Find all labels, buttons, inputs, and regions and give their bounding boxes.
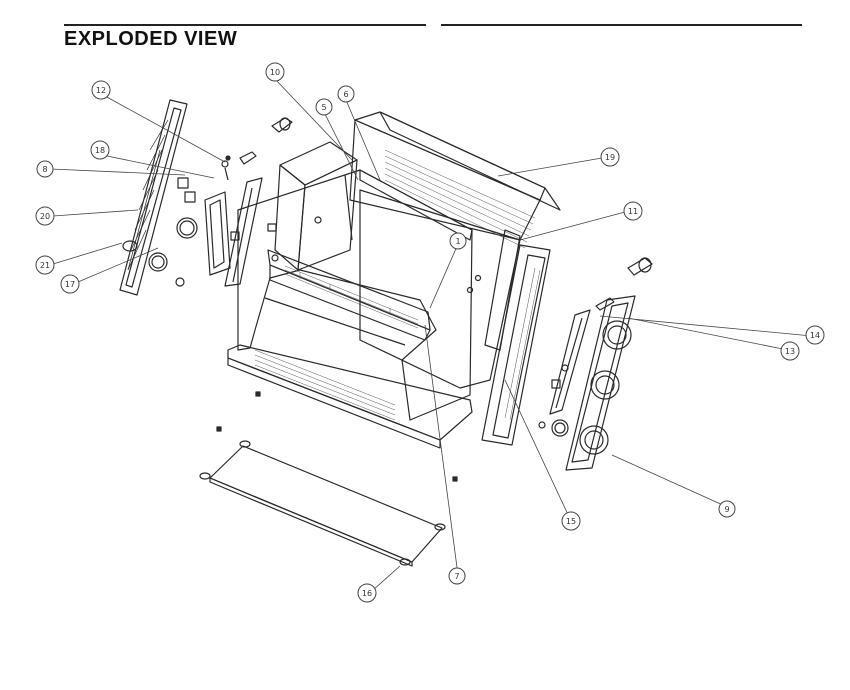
svg-text:20: 20	[40, 212, 50, 221]
callout-8: 8	[36, 160, 54, 178]
callout-6: 6	[337, 85, 355, 103]
callout-20: 20	[35, 206, 55, 226]
bottom-cover-plate	[199, 440, 446, 567]
callout-12: 12	[91, 80, 111, 100]
callout-11: 11	[623, 201, 643, 221]
callouts: 10 5 6 12 18 8 20 21 17 19 11 1 14 13 9 …	[35, 62, 825, 603]
right-fan-panel	[565, 295, 636, 471]
rear-box-housing	[274, 141, 358, 271]
callout-5: 5	[315, 98, 333, 116]
left-grille-panel	[119, 99, 188, 296]
callout-13: 13	[780, 341, 800, 361]
left-bracket	[224, 177, 263, 287]
svg-text:21: 21	[40, 261, 50, 270]
leader-lines	[50, 78, 813, 592]
svg-text:8: 8	[42, 165, 47, 174]
hardware-screws	[216, 155, 458, 482]
callout-15: 15	[561, 511, 581, 531]
left-fan-assembly	[122, 160, 231, 287]
svg-text:19: 19	[605, 153, 615, 162]
svg-text:14: 14	[810, 331, 820, 340]
svg-text:11: 11	[628, 207, 638, 216]
header-rule-right	[441, 24, 802, 26]
svg-text:15: 15	[566, 517, 576, 526]
svg-text:10: 10	[270, 68, 280, 77]
callout-1: 1	[449, 232, 467, 250]
callout-9: 9	[718, 500, 736, 518]
svg-text:18: 18	[95, 146, 105, 155]
page-title: EXPLODED VIEW	[64, 28, 238, 50]
callout-16: 16	[357, 583, 377, 603]
callout-17: 17	[60, 274, 80, 294]
callout-18: 18	[90, 140, 110, 160]
right-bracket	[538, 309, 591, 437]
svg-text:12: 12	[96, 86, 106, 95]
callout-14: 14	[805, 325, 825, 345]
callout-21: 21	[35, 255, 55, 275]
callout-10: 10	[265, 62, 285, 82]
svg-text:1: 1	[455, 237, 460, 246]
element-rod-top	[239, 117, 293, 165]
base-tray	[227, 344, 473, 449]
right-fin-panel	[481, 244, 551, 446]
svg-text:7: 7	[454, 572, 459, 581]
svg-text:13: 13	[785, 347, 795, 356]
callout-19: 19	[600, 147, 620, 167]
svg-text:17: 17	[65, 280, 75, 289]
svg-text:9: 9	[724, 505, 729, 514]
svg-text:16: 16	[362, 589, 372, 598]
header-rule-left	[64, 24, 426, 26]
right-element-rod	[595, 257, 653, 311]
callout-7: 7	[448, 567, 466, 585]
svg-text:6: 6	[343, 90, 348, 99]
front-louver-panel	[267, 249, 431, 341]
heat-exchanger	[349, 111, 561, 389]
svg-text:5: 5	[321, 103, 326, 112]
